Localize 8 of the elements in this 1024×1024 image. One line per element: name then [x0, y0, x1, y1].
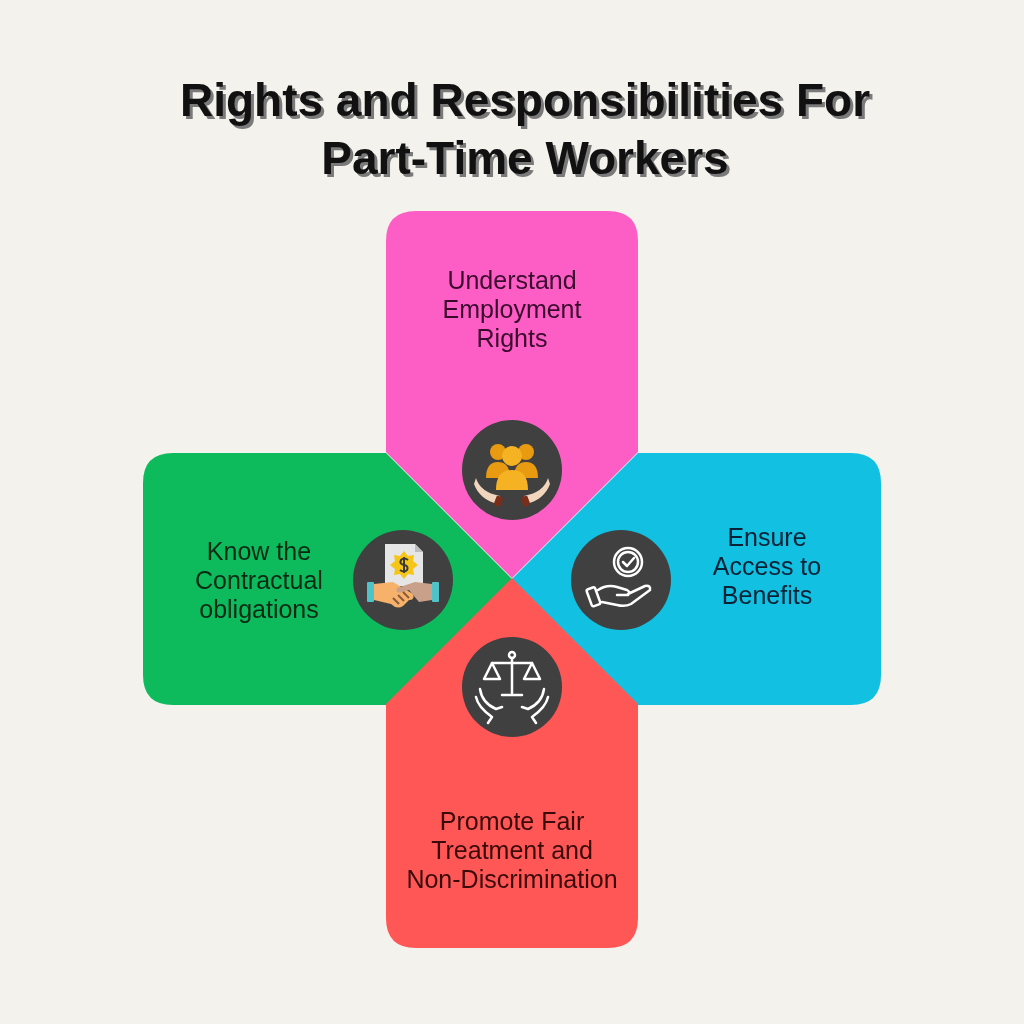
title: Rights and Responsibilities For Part-Time Workers: [178, 73, 872, 186]
panel-text: Ensure Access to Benefits: [711, 522, 823, 610]
panel-text: Understand Employment Rights: [441, 265, 583, 353]
panel-text: Promote Fair Treatment and Non-Discrimination: [405, 806, 619, 894]
arrow-panel: [512, 453, 881, 705]
arrow-panel: [386, 578, 638, 948]
panel-text: Know the Contractual obligations: [194, 536, 324, 624]
arrow-panel: [143, 453, 512, 705]
